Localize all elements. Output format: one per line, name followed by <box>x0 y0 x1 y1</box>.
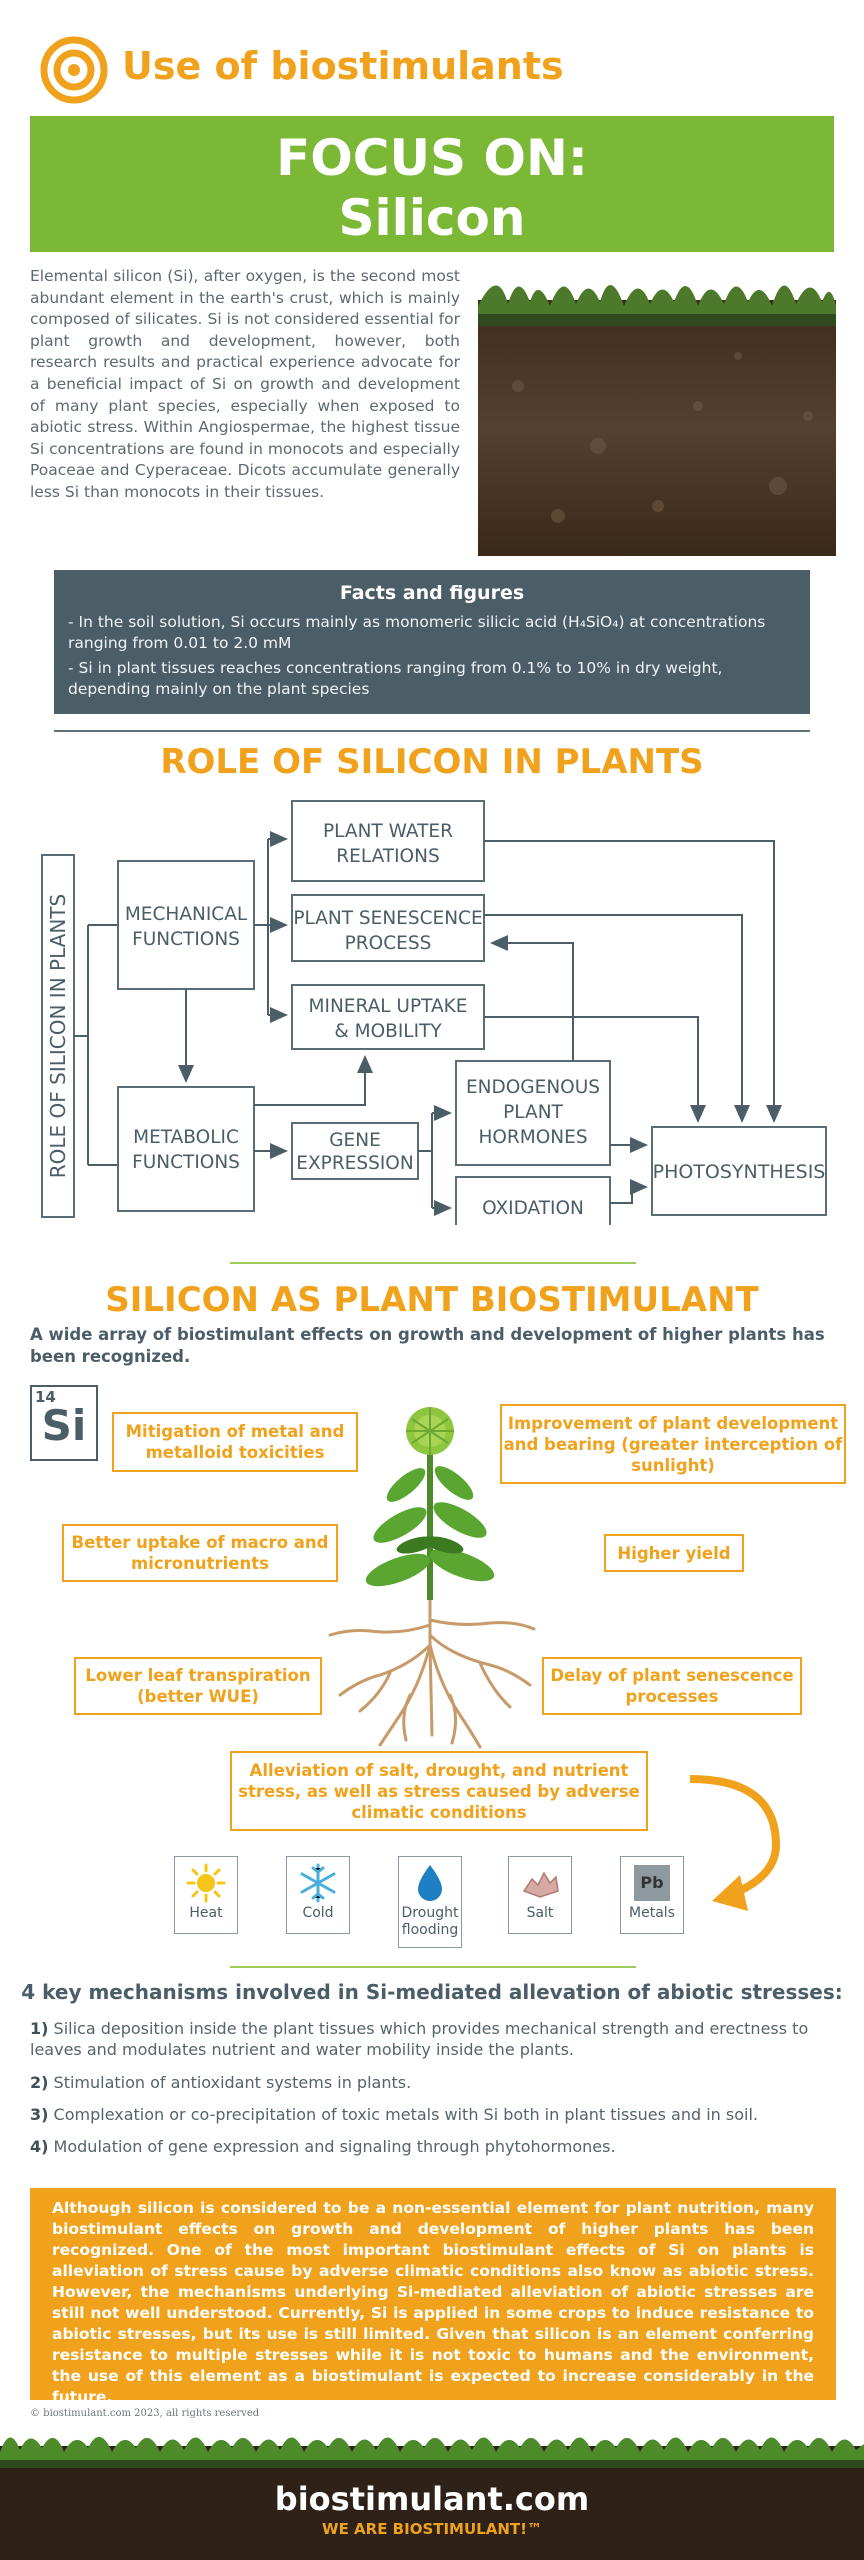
hormones-box <box>455 1060 611 1166</box>
senescence-label: PLANT SENESCENCE <box>293 908 482 929</box>
focus-heading: FOCUS ON: <box>276 129 588 187</box>
curved-arrow-icon <box>690 1775 781 1911</box>
gene-expression-label: GENE <box>329 1130 381 1151</box>
photosynthesis-label: PHOTOSYNTHESIS <box>653 1161 826 1183</box>
water-relations-label: PLANT WATER <box>323 821 453 842</box>
silicon-element-tile: 14 Si <box>30 1385 98 1461</box>
mineral-uptake-label: & MOBILITY <box>334 1021 442 1042</box>
mechanical-label: FUNCTIONS <box>132 929 240 950</box>
summary-box: Although silicon is considered to be a n… <box>30 2188 836 2406</box>
biostimulant-intro: A wide array of biostimulant effects on … <box>30 1325 825 1366</box>
biostimulant-section-title: SILICON AS PLANT BIOSTIMULANT <box>105 1280 759 1320</box>
footer-brand: biostimulant.com <box>274 2480 590 2518</box>
mechanism-number: 2) <box>30 2073 49 2092</box>
stress-metals-label: Metals <box>629 1905 675 1921</box>
water-drop-icon <box>418 1865 442 1901</box>
salt-crystals-icon <box>522 1871 559 1898</box>
oxidation-box <box>455 1176 611 1225</box>
water-relations-label: RELATIONS <box>336 846 439 867</box>
focus-subject: Silicon <box>338 189 526 247</box>
effect-plant-development: Improvement of plant development and bea… <box>500 1404 846 1484</box>
stress-salt: Salt <box>508 1856 572 1934</box>
effect-nutrient-uptake: Better uptake of macro and micronutrient… <box>62 1524 338 1582</box>
stress-heat-label: Heat <box>189 1905 223 1921</box>
mechanism-item: 4) Modulation of gene expression and sig… <box>30 2136 838 2157</box>
stress-cold-label: Cold <box>302 1905 334 1921</box>
fact-item: - Si in plant tissues reaches concentrat… <box>68 659 723 698</box>
metabolic-label: FUNCTIONS <box>132 1152 240 1173</box>
effect-delay-senescence: Delay of plant senescence processes <box>542 1657 802 1715</box>
fact-item: - In the soil solution, Si occurs mainly… <box>68 613 766 652</box>
effect-stress-alleviation: Alleviation of salt, drought, and nutrie… <box>230 1751 648 1831</box>
gene-expression-label: EXPRESSION <box>296 1153 413 1174</box>
stress-salt-label: Salt <box>526 1905 554 1921</box>
metabolic-functions-box <box>117 1086 255 1212</box>
mechanism-item: 1) Silica deposition inside the plant ti… <box>30 2018 838 2060</box>
role-diagram: ROLE OF SILICON IN PLANTS MECHANICAL FUN… <box>41 800 827 1225</box>
effect-lower-transpiration: Lower leaf transpiration (better WUE) <box>74 1657 322 1715</box>
section-divider <box>54 730 810 732</box>
hormones-label: PLANT <box>503 1102 563 1123</box>
mechanism-number: 1) <box>30 2019 49 2038</box>
senescence-box <box>291 894 485 962</box>
effect-metal-mitigation: Mitigation of metal and metalloid toxici… <box>112 1412 358 1472</box>
snowflake-icon <box>300 1863 336 1903</box>
stress-cold: Cold <box>286 1856 350 1934</box>
mechanism-text: Stimulation of antioxidant systems in pl… <box>53 2073 412 2092</box>
mechanism-text: Modulation of gene expression and signal… <box>53 2137 616 2156</box>
stress-drought-label: Drought <box>401 1905 459 1921</box>
atomic-number: 14 <box>35 1388 56 1406</box>
mechanical-functions-box <box>117 860 255 990</box>
facts-title: Facts and figures <box>339 582 525 604</box>
page-title: Use of biostimulants <box>122 44 564 88</box>
mechanisms-title: 4 key mechanisms involved in Si-mediated… <box>21 1980 843 2004</box>
footer-tagline: WE ARE BIOSTIMULANT!™ <box>322 2520 542 2538</box>
intro-paragraph: Elemental silicon (Si), after oxygen, is… <box>30 267 460 501</box>
lead-element-icon: Pb <box>634 1865 670 1901</box>
mechanism-text: Silica deposition inside the plant tissu… <box>30 2019 809 2059</box>
focus-banner: FOCUS ON: Silicon <box>30 116 834 252</box>
metabolic-label: METABOLIC <box>133 1127 239 1148</box>
section-divider <box>230 1966 636 1968</box>
mechanism-item: 3) Complexation or co-precipitation of t… <box>30 2104 838 2125</box>
stress-heat: Heat <box>174 1856 238 1934</box>
gene-expression-box <box>291 1122 419 1180</box>
plant-illustration <box>328 1407 536 1749</box>
role-section-title: ROLE OF SILICON IN PLANTS <box>160 742 704 782</box>
senescence-label: PROCESS <box>345 933 432 954</box>
mechanism-number: 3) <box>30 2105 49 2124</box>
mechanism-number: 4) <box>30 2137 49 2156</box>
stress-drought-flooding: Drought flooding <box>398 1856 462 1948</box>
logo-icon <box>40 36 108 104</box>
soil-photo <box>478 266 836 556</box>
sun-icon <box>186 1863 226 1903</box>
role-root-box <box>41 854 75 1218</box>
hormones-label: HORMONES <box>478 1127 587 1148</box>
footer-soil-banner <box>0 2436 864 2560</box>
mineral-uptake-label: MINERAL UPTAKE <box>309 996 468 1017</box>
role-root-label: ROLE OF SILICON IN PLANTS <box>46 894 70 1178</box>
mineral-uptake-box <box>291 984 485 1050</box>
stress-metals: Pb Metals <box>620 1856 684 1934</box>
element-symbol: Si <box>41 1401 87 1450</box>
footer-logo[interactable]: biostimulant.com WE ARE BIOSTIMULANT!™ <box>0 2480 864 2538</box>
section-divider <box>230 1262 636 1264</box>
oxidation-label: OXIDATION <box>482 1198 584 1219</box>
stress-flooding-label: flooding <box>401 1922 459 1938</box>
copyright-notice: © biostimulant.com 2023, all rights rese… <box>30 2408 260 2419</box>
hormones-label: ENDOGENOUS <box>466 1077 600 1098</box>
mechanism-item: 2) Stimulation of antioxidant systems in… <box>30 2072 838 2093</box>
mechanical-label: MECHANICAL <box>125 904 248 925</box>
effect-higher-yield: Higher yield <box>604 1534 744 1572</box>
mechanism-text: Complexation or co-precipitation of toxi… <box>53 2105 759 2124</box>
photosynthesis-box <box>651 1126 827 1216</box>
facts-box: Facts and figures - In the soil solution… <box>54 570 810 714</box>
